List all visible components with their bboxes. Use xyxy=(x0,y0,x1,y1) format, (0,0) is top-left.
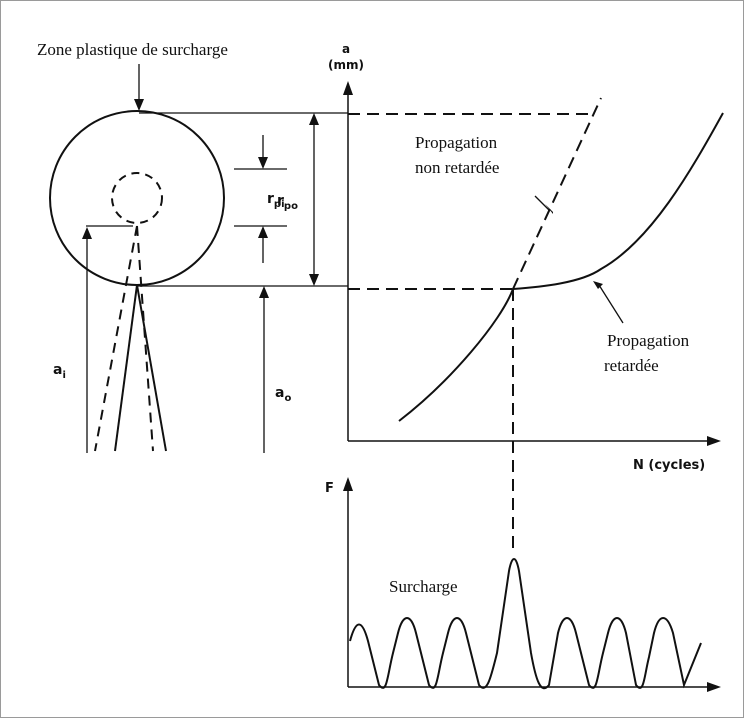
retarded-label-2: retardée xyxy=(604,356,659,375)
retarded-pointer-head xyxy=(593,281,603,289)
overload-zone-label: Zone plastique de surcharge xyxy=(37,40,228,59)
unretarded-pointer-head xyxy=(545,204,553,214)
overload-plastic-zone xyxy=(49,110,225,286)
retarded-curve xyxy=(398,112,724,422)
a-axis-label: a xyxy=(342,42,350,56)
ai-label: ai xyxy=(53,362,66,381)
overload-zone-arrowhead xyxy=(134,99,144,111)
unretarded-pointer xyxy=(534,195,550,211)
unretarded-label-2: non retardée xyxy=(415,158,499,177)
ao-arrowhead xyxy=(259,286,269,298)
unretarded-label-1: Propagation xyxy=(415,133,498,152)
f-axis-arrowhead xyxy=(343,477,353,491)
ai-arrowhead xyxy=(82,227,92,239)
crack-dash-left xyxy=(94,225,138,452)
crack-flank-left xyxy=(114,284,138,452)
retarded-label-1: Propagation xyxy=(607,331,690,350)
unretarded-curve xyxy=(512,97,602,290)
ao-label: ao xyxy=(275,385,291,404)
a-axis-arrowhead xyxy=(343,81,353,95)
rpo-arrowhead-top xyxy=(309,113,319,125)
f-axis-label: F xyxy=(325,481,334,496)
rpi-label: rpi xyxy=(267,191,285,210)
n-axis-arrowhead xyxy=(707,436,721,446)
rpi-arrowhead-top xyxy=(258,157,268,169)
overload-label: Surcharge xyxy=(389,577,458,596)
load-signal xyxy=(349,558,702,690)
time-axis-arrowhead xyxy=(707,682,721,692)
crack-dash-right xyxy=(136,225,154,452)
n-axis-label: N (cycles) xyxy=(633,458,705,473)
current-plastic-zone xyxy=(111,172,163,224)
a-axis-unit: (mm) xyxy=(328,58,364,72)
retarded-pointer xyxy=(598,284,624,324)
rpo-label: rpo xyxy=(277,193,298,212)
crack-flank-right xyxy=(136,284,167,452)
rpo-arrowhead-bottom xyxy=(309,274,319,286)
rpi-arrowhead-bottom xyxy=(258,226,268,238)
